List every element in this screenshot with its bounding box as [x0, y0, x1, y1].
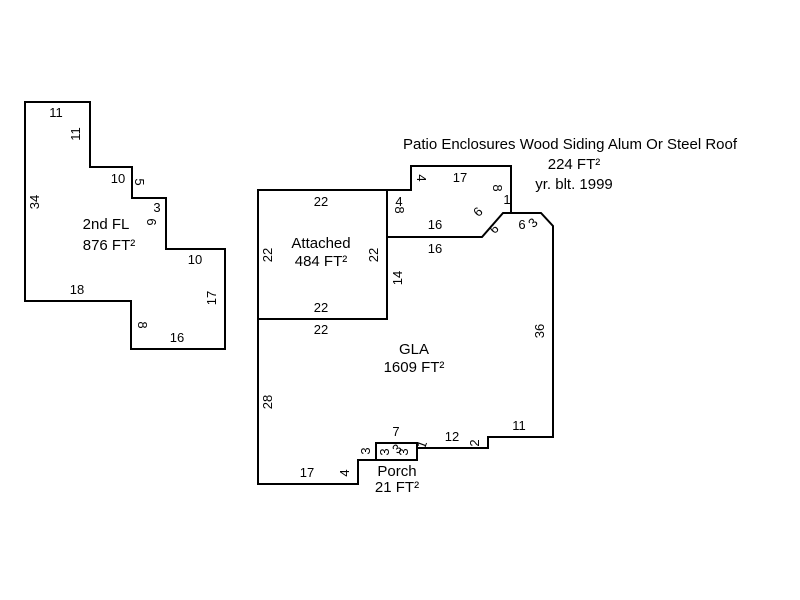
dim-label: 34: [27, 195, 42, 209]
dim-label: 16: [428, 241, 442, 256]
dim-label: 12: [445, 429, 459, 444]
dim-label: 36: [532, 324, 547, 338]
porch-outline: [375, 442, 418, 461]
dim-label: 10: [188, 252, 202, 267]
porch-size: 21 FT²: [375, 479, 419, 496]
patio-size: 224 FT²: [548, 156, 601, 173]
dim-label: 17: [204, 291, 219, 305]
dim-label: 8: [392, 206, 407, 213]
dim-label: 1: [503, 192, 510, 207]
dim-label: 22: [314, 194, 328, 209]
gla-size: 1609 FT²: [384, 359, 445, 376]
attached-size: 484 FT²: [295, 253, 348, 270]
dim-label: 14: [390, 271, 405, 285]
dim-label: 16: [170, 330, 184, 345]
dim-label: 11: [68, 127, 83, 141]
gla-name: GLA: [399, 341, 429, 358]
dim-label: 10: [111, 171, 125, 186]
attached-name: Attached: [291, 235, 350, 252]
dim-label: 6: [518, 217, 525, 232]
dim-label: 7: [392, 424, 399, 439]
gla-outline-lower: [257, 319, 376, 485]
attached-garage-outline: [257, 189, 388, 320]
dim-label: 3: [396, 448, 411, 455]
dim-label: 28: [260, 395, 275, 409]
dim-label: 22: [366, 248, 381, 262]
second-floor-name: 2nd FL: [83, 216, 130, 233]
dim-label: 18: [70, 282, 84, 297]
dim-label: 8: [490, 184, 505, 191]
second-floor-outline: [24, 101, 226, 350]
dim-label: 5: [132, 178, 147, 185]
dim-label: 3: [153, 200, 160, 215]
dim-label: 9: [144, 218, 159, 225]
dim-label: 1: [413, 438, 430, 450]
dim-label: 17: [453, 170, 467, 185]
patio-name: Patio Enclosures Wood Siding Alum Or Ste…: [403, 136, 738, 153]
dim-label: 11: [49, 105, 63, 120]
second-floor-size: 876 FT²: [83, 237, 136, 254]
patio-year-built: yr. blt. 1999: [535, 176, 613, 193]
dim-label: 22: [314, 300, 328, 315]
dim-label: 8: [135, 321, 150, 328]
dim-label: 11: [512, 418, 526, 433]
dim-label: 22: [260, 248, 275, 262]
dim-label: 4: [337, 469, 352, 476]
dim-label: 6: [470, 204, 486, 220]
dim-label: 4: [414, 174, 429, 181]
dim-label: 4: [395, 194, 402, 209]
dim-label: 16: [428, 217, 442, 232]
dim-label: 3: [358, 447, 373, 454]
dim-label: 22: [314, 322, 328, 337]
dim-label: 17: [300, 465, 314, 480]
patio-outline: [387, 165, 512, 213]
dim-label: 2: [467, 439, 482, 446]
porch-name: Porch: [377, 463, 416, 480]
dim-label: 3: [377, 448, 392, 455]
dim-label: 3: [525, 215, 541, 231]
gla-outline: [387, 212, 554, 449]
